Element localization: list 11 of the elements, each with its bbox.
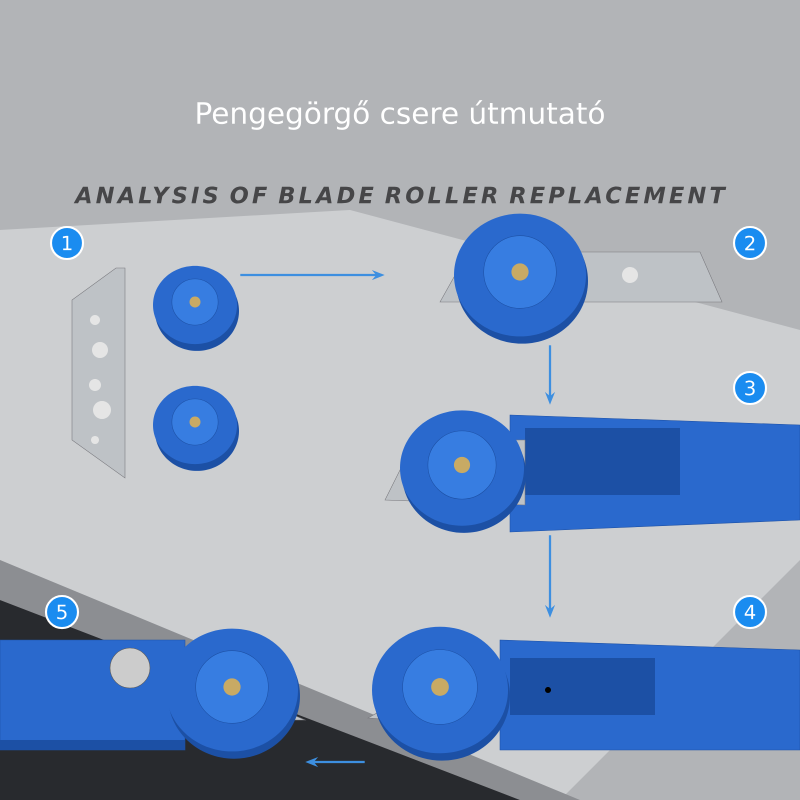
title: Pengegörgő csere útmutató [197,100,604,130]
blade-and-rollers-drawing [72,266,239,479]
step-number-badge: 3 [732,370,768,406]
step-number-badge: 1 [50,226,84,260]
step-number-badge: 4 [732,594,768,630]
assembled-cutter-drawing [0,628,306,759]
subtitle: ANALYSIS OF BLADE ROLLER REPLACEMENT [74,186,726,204]
step-number-badge: 2 [732,226,768,260]
step-number-badge: 5 [44,594,80,630]
roller-in-handle-drawing [384,410,800,533]
roller-on-blade-drawing [440,214,722,344]
